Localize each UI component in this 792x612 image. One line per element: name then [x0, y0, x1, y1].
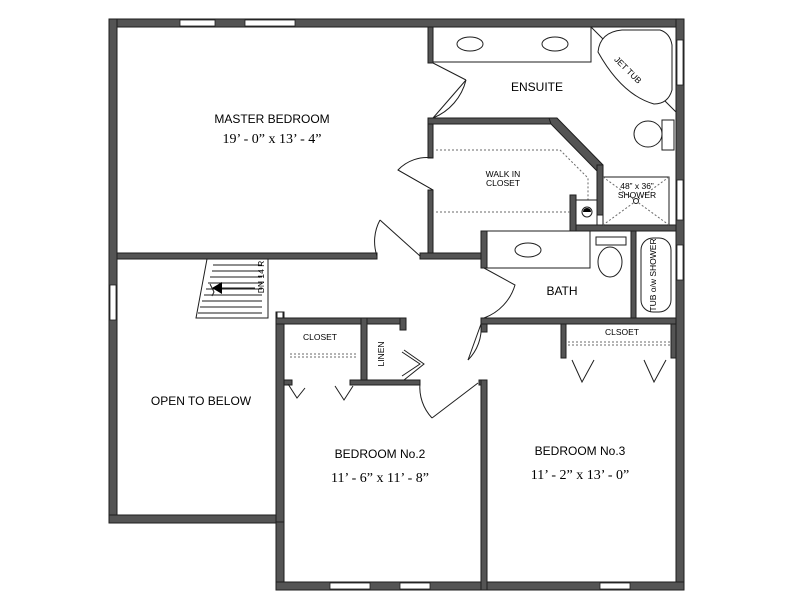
- closet-rods: [290, 149, 670, 358]
- shower-label: SHOWER: [618, 190, 656, 200]
- bedroom-2-label: BEDROOM No.2: [335, 447, 426, 461]
- shower-size-label: 48” x 36”: [620, 181, 654, 191]
- stairs: [195, 258, 284, 319]
- interior-walls: [116, 26, 677, 591]
- exterior-walls: [108, 18, 685, 591]
- bedroom-3-dims: 11’ - 2” x 13’ - 0”: [531, 468, 629, 483]
- bath-label: BATH: [546, 284, 577, 298]
- ensuite-label: ENSUITE: [511, 80, 563, 94]
- ensuite-fixtures: [432, 26, 677, 226]
- open-to-below-label: OPEN TO BELOW: [151, 394, 252, 408]
- closet-3-label: CLSOET: [605, 327, 639, 337]
- tub-shower-label: TUB o/w SHOWER: [648, 238, 658, 311]
- bedroom-3-label: BEDROOM No.3: [535, 444, 626, 458]
- linen-label: LINEN: [376, 341, 386, 366]
- walk-in-closet-label-1: WALK IN: [486, 169, 521, 179]
- master-bedroom-dims: 19’ - 0” x 13’ - 4”: [223, 132, 322, 147]
- closet-label: CLOSET: [303, 332, 337, 342]
- stairs-label: DN 14 R: [256, 261, 266, 294]
- bedroom-2-dims: 11’ - 6” x 11’ - 8”: [331, 471, 429, 486]
- bath-fixtures: [486, 230, 677, 319]
- bifold-doors: [287, 359, 667, 401]
- master-bedroom-label: MASTER BEDROOM: [214, 112, 329, 126]
- doors: [374, 62, 516, 419]
- walk-in-closet-label-2: CLOSET: [486, 178, 520, 188]
- windows: [109, 19, 684, 590]
